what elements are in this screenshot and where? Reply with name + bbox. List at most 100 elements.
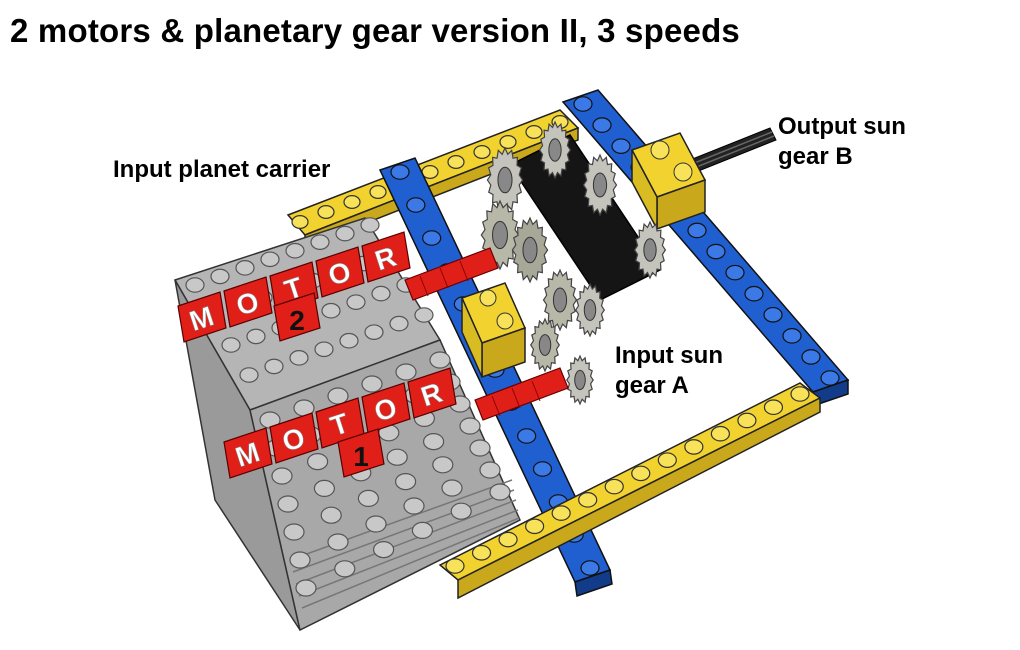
beam-stud <box>684 439 704 455</box>
motor-stud <box>185 277 205 293</box>
motor-stud <box>361 375 383 393</box>
beam-stud <box>737 412 757 429</box>
yellow-beam-front <box>438 382 822 600</box>
label-input-sun-gear-line2: gear A <box>615 372 689 399</box>
beam-stud <box>578 492 598 508</box>
output-axle <box>689 127 777 173</box>
motor-tile <box>361 231 411 283</box>
beam-stud <box>532 461 553 477</box>
motor-stud <box>327 387 349 405</box>
beam-stud <box>406 197 426 213</box>
beam-stud <box>604 478 624 495</box>
beam-stud <box>573 96 593 112</box>
motor-stud <box>260 251 280 268</box>
motor-stud <box>450 502 472 520</box>
label-input-sun-gear-line1: Input sun <box>615 342 723 369</box>
motor-stud <box>289 350 309 366</box>
motor-stud <box>310 234 330 250</box>
motor-stud <box>469 439 491 457</box>
motor-stud <box>339 332 359 349</box>
motor-tile <box>315 246 365 298</box>
diagram-title: 2 motors & planetary gear version II, 3 … <box>10 12 740 49</box>
beam-stud <box>744 285 764 302</box>
beam-stud <box>499 135 517 150</box>
motor-stud <box>327 533 349 551</box>
beam-stud <box>706 243 726 260</box>
label-input-sun-gear-a: Input sun gear A <box>615 341 723 401</box>
beam-stud <box>517 428 537 444</box>
motor-stud <box>246 328 266 345</box>
motor-tile <box>407 367 457 419</box>
motor-stud <box>239 367 259 383</box>
motor-stud <box>210 268 230 285</box>
motor-stud <box>357 489 379 507</box>
motor-stack <box>173 217 521 632</box>
motor-stud <box>360 217 380 233</box>
beam-stud <box>445 558 465 574</box>
yellow-bearing-block-input <box>460 282 527 379</box>
motor-number-tile <box>273 292 321 342</box>
beam-stud <box>317 205 335 220</box>
motor-stud <box>411 521 433 540</box>
beam-stud <box>657 452 677 468</box>
gear <box>486 146 524 214</box>
beam-stud <box>580 560 600 576</box>
motor-stud <box>277 495 299 513</box>
motor-stud <box>414 307 434 323</box>
motor-stud <box>346 294 366 310</box>
motor-stud <box>441 479 463 497</box>
motor-stud <box>314 341 334 358</box>
motor-stud <box>395 473 417 491</box>
beam-stud <box>782 328 802 344</box>
beam-stud <box>592 117 612 133</box>
motor-stud <box>429 351 451 369</box>
label-output-sun-gear-b: Output sun gear B <box>778 112 906 172</box>
label-input-planet-carrier: Input planet carrier <box>113 155 330 185</box>
red-axle-motor1 <box>474 367 569 421</box>
motor-stud <box>373 540 395 559</box>
beam-stud <box>710 425 730 442</box>
yellow-bearing-block-output <box>630 132 707 231</box>
gear <box>529 317 561 373</box>
beam-stud <box>369 185 387 200</box>
motor-stud <box>395 363 417 381</box>
motor-stud <box>371 285 391 302</box>
beam-stud <box>447 155 465 170</box>
beam-stud <box>790 386 810 402</box>
beam-stud <box>763 306 783 323</box>
red-axle-motor2 <box>404 247 499 301</box>
beam-stud <box>763 399 784 416</box>
beam-stud <box>801 349 821 365</box>
motor-number-tile <box>337 428 385 478</box>
motor-stud <box>320 506 342 524</box>
beam-stud <box>725 264 745 281</box>
motor-stud <box>307 453 329 471</box>
beam-stud <box>343 195 361 210</box>
beam-stud <box>525 124 543 139</box>
motor-stud <box>403 497 425 515</box>
motor-tile <box>269 412 319 464</box>
motor-stud <box>423 433 445 451</box>
motor-stud <box>432 456 454 474</box>
beam-stud <box>498 531 518 548</box>
beam-stud <box>611 138 631 154</box>
motor-tile <box>361 382 411 434</box>
beam-stud <box>291 215 309 230</box>
motor-stud <box>386 448 408 466</box>
motor-stud <box>264 358 284 375</box>
motor-stud <box>235 260 255 276</box>
gear <box>633 220 667 280</box>
beam-stud <box>525 518 545 535</box>
gear <box>542 268 578 332</box>
beam-stud <box>471 544 492 561</box>
planetary-gear-cluster <box>480 120 667 406</box>
motor-stud <box>489 483 511 501</box>
beam-stud <box>631 465 651 482</box>
gear <box>574 282 606 338</box>
motor-stud <box>334 560 356 578</box>
beam-stud <box>687 222 707 239</box>
motor-stud <box>365 515 387 533</box>
motor-number: 2 <box>289 305 305 336</box>
